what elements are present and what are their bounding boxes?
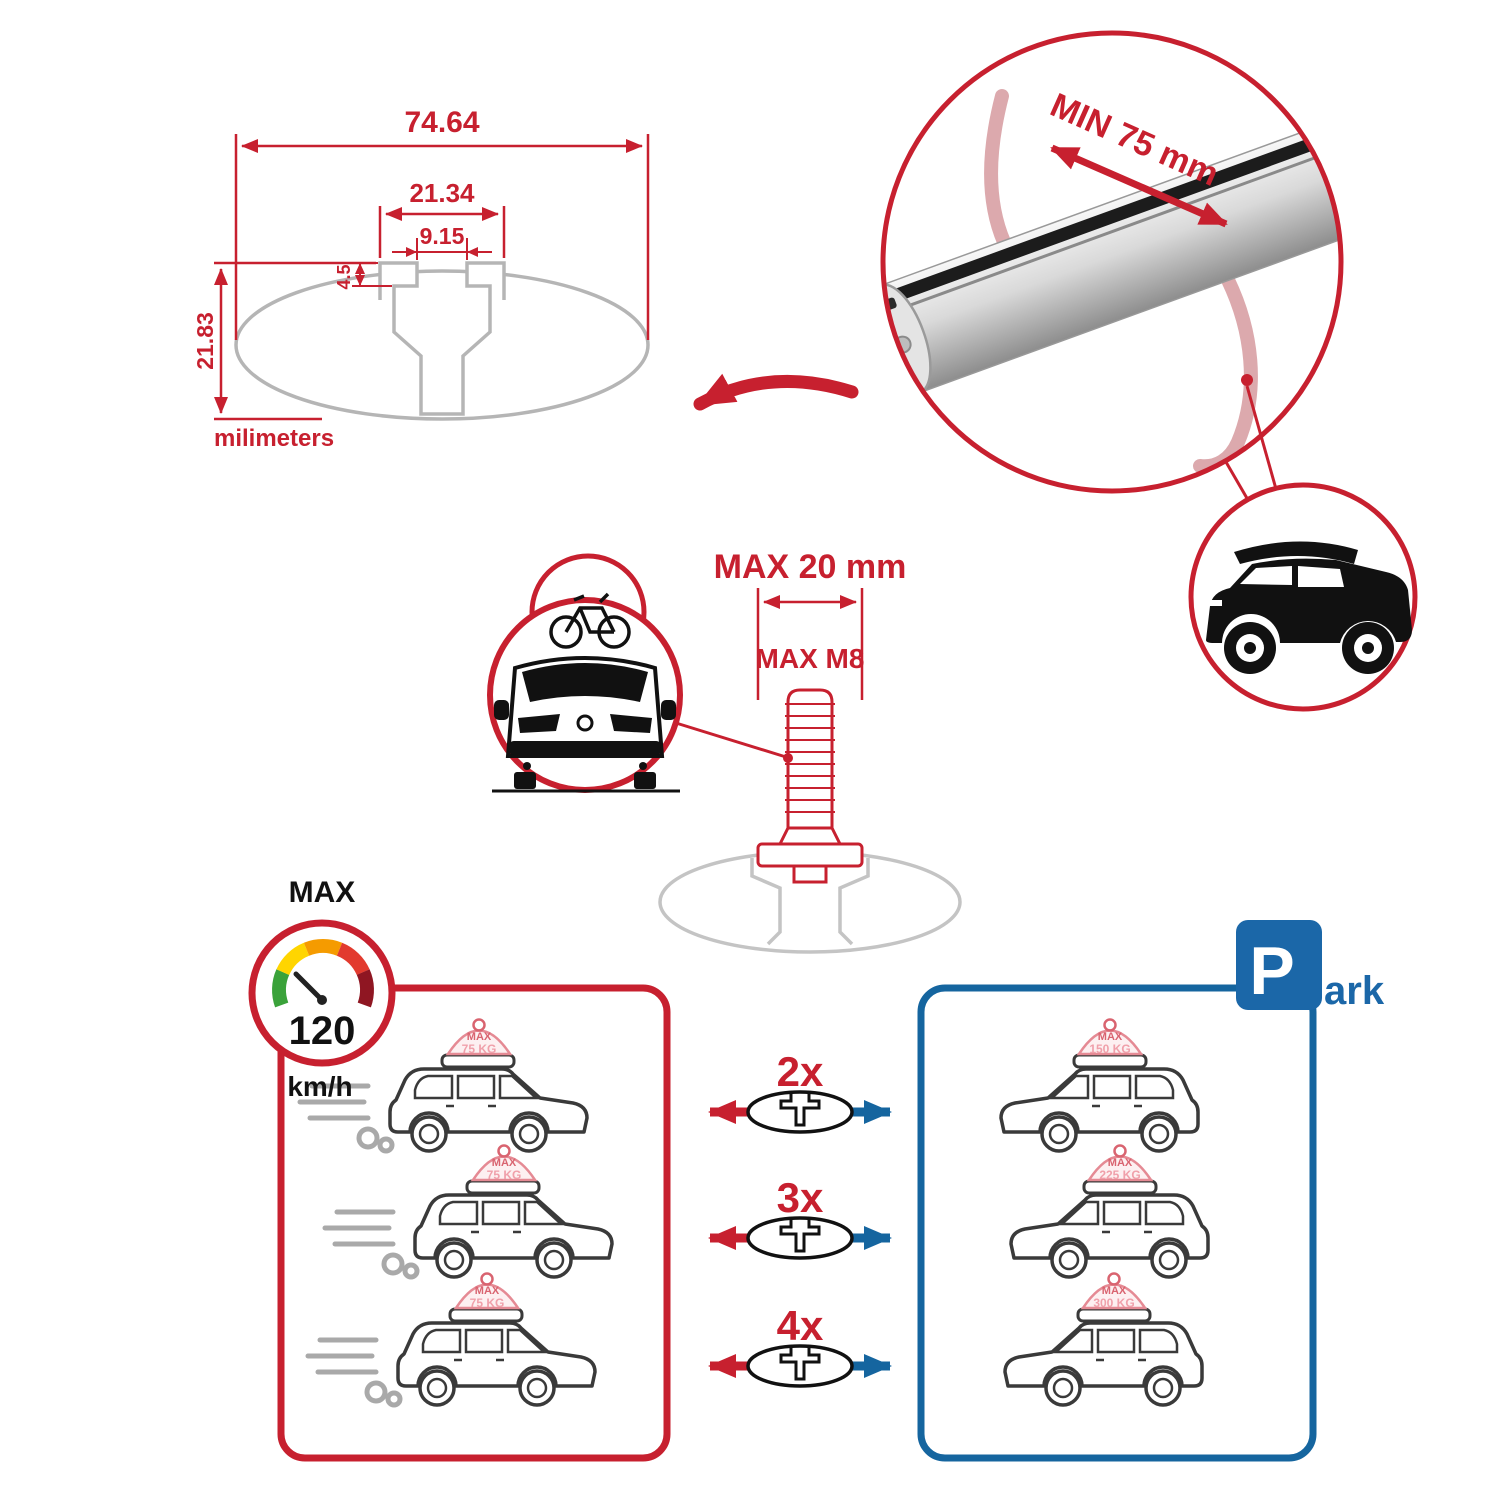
- load-value: 300 KG: [1093, 1296, 1134, 1310]
- dimension-total-height: [214, 261, 376, 421]
- speedometer-gauge: [272, 939, 374, 1008]
- speed-badge-title: MAX: [289, 876, 356, 909]
- dim-lip-depth-value: 4.5: [334, 264, 354, 289]
- load-value: 75 KG: [470, 1296, 505, 1310]
- speed-limit-badge: MAX 120 km/h: [248, 876, 396, 1102]
- load-title: MAX: [1108, 1157, 1133, 1169]
- car-front-illustration: [492, 656, 680, 793]
- dim-channel-opening-value: 9.15: [420, 223, 465, 249]
- min-span-arrow: [1050, 144, 1228, 228]
- load-title: MAX: [1098, 1031, 1123, 1043]
- load-value: 75 KG: [462, 1042, 497, 1056]
- clamp-connector-line: [1245, 385, 1278, 490]
- parking-sign: P ark: [1236, 920, 1385, 1013]
- roof-load-marker: MAX 150 KG: [1077, 1018, 1143, 1056]
- driving-car-row-1: MAX 75 KG: [300, 1018, 589, 1152]
- roof-rail-strap-left: [984, 89, 1011, 249]
- parking-sign-letter: P: [1249, 933, 1294, 1009]
- speedometer-needle: [293, 971, 325, 1003]
- dim-total-height-value: 21.83: [192, 312, 218, 370]
- multiplier-label: 2x: [777, 1048, 824, 1095]
- roof-load-marker: MAX 225 KG: [1087, 1144, 1153, 1182]
- driving-car-row-3: MAX 75 KG: [308, 1272, 597, 1406]
- parked-car-row-3: MAX 300 KG: [1003, 1272, 1204, 1407]
- dimension-channel-outer: [378, 206, 506, 258]
- suv-roofbox-illustration: [1206, 541, 1412, 674]
- bolt-connector-dot: [783, 753, 793, 763]
- units-label: milimeters: [214, 425, 334, 452]
- zoom-pointer-arrow: [693, 373, 859, 411]
- load-title: MAX: [1102, 1285, 1127, 1297]
- dimension-total-width: [234, 134, 650, 340]
- bolt-max-length-label: MAX 20 mm: [714, 548, 907, 586]
- dimension-channel-opening: [392, 238, 492, 260]
- parked-car-row-2: MAX 225 KG: [1009, 1144, 1210, 1279]
- parked-car-row-1: MAX 150 KG: [999, 1018, 1200, 1153]
- crossbar-section-icon: [746, 1344, 854, 1388]
- crossbar-section-icon: [746, 1216, 854, 1260]
- load-value: 150 KG: [1089, 1042, 1130, 1056]
- suv-circle: [1188, 482, 1418, 712]
- bolt-max-thread-label: MAX M8: [756, 643, 865, 674]
- load-title: MAX: [475, 1285, 500, 1297]
- crossbar-section-icon: [746, 1090, 854, 1134]
- roof-load-marker: MAX 75 KG: [471, 1144, 537, 1182]
- multiplier-row-2: 3x: [708, 1174, 892, 1260]
- load-value: 225 KG: [1099, 1168, 1140, 1182]
- cross-section-drawing: 74.64 21.34 9.15 4.5 2: [192, 106, 650, 452]
- t-slot-profile: [378, 261, 506, 416]
- driving-car-row-2: MAX 75 KG: [325, 1144, 614, 1278]
- roof-load-marker: MAX 300 KG: [1081, 1272, 1147, 1310]
- multiplier-label: 4x: [777, 1302, 824, 1349]
- clamp-point-dot: [1241, 374, 1253, 386]
- speed-badge-units: km/h: [287, 1071, 352, 1102]
- bolt-connector-line: [675, 721, 787, 759]
- parking-sign-rest: ark: [1324, 969, 1385, 1013]
- load-title: MAX: [467, 1031, 492, 1043]
- roof-load-marker: MAX 75 KG: [454, 1272, 520, 1310]
- multiplier-row-1: 2x: [708, 1048, 892, 1134]
- roof-load-marker: MAX 75 KG: [446, 1018, 512, 1056]
- zoom-circle-ring: [880, 30, 1344, 494]
- dim-channel-outer-value: 21.34: [409, 178, 475, 208]
- load-value: 75 KG: [487, 1168, 522, 1182]
- multiplier-label: 3x: [777, 1174, 824, 1221]
- bike-icon: [549, 592, 631, 649]
- bolt-detail: MAX 20 mm MAX M8: [658, 548, 962, 954]
- load-title: MAX: [492, 1157, 517, 1169]
- multiplier-row-3: 4x: [708, 1302, 892, 1388]
- roof-box: [1234, 541, 1358, 564]
- t-bolt: [756, 688, 864, 884]
- circle-connector-line: [1224, 461, 1250, 501]
- car-front-circle: [487, 553, 793, 793]
- bolt-dimension-lines: [756, 588, 864, 700]
- speed-badge-value: 120: [289, 1009, 356, 1053]
- bar-zoom-circle: MIN 75 mm: [880, 30, 1344, 494]
- dim-total-width-value: 74.64: [404, 106, 479, 139]
